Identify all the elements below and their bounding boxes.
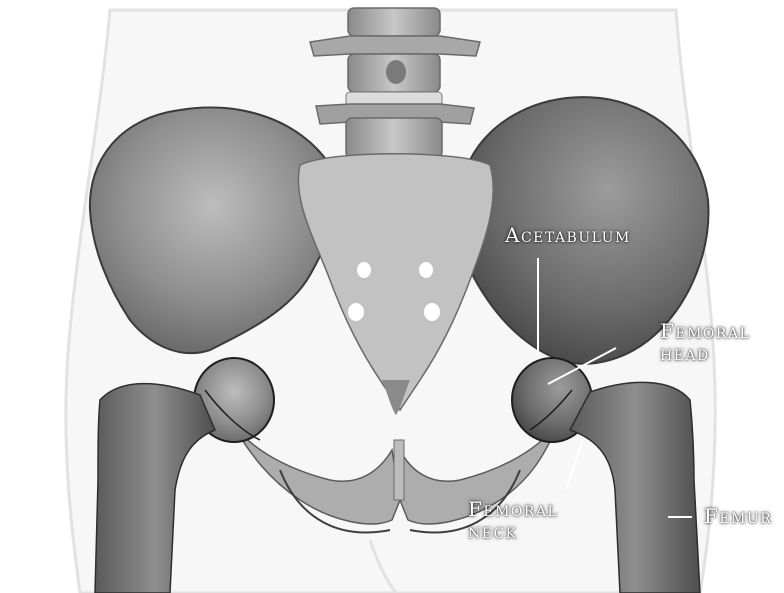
femur-label: Femur <box>704 505 772 527</box>
femoral-head-label-line1: Femoral <box>660 320 750 342</box>
acetabulum-label-text: Acetabulum <box>505 224 631 246</box>
femoral-head-label: Femoral head <box>660 320 750 364</box>
femoral-head-label-line2: head <box>660 342 750 364</box>
femoral-neck-label-line1: Femoral <box>468 498 558 520</box>
acetabulum-label: Acetabulum <box>505 224 631 246</box>
femoral-neck-label-line2: neck <box>468 520 558 542</box>
femoral-neck-label: Femoral neck <box>468 498 558 542</box>
femur-label-text: Femur <box>704 505 772 527</box>
